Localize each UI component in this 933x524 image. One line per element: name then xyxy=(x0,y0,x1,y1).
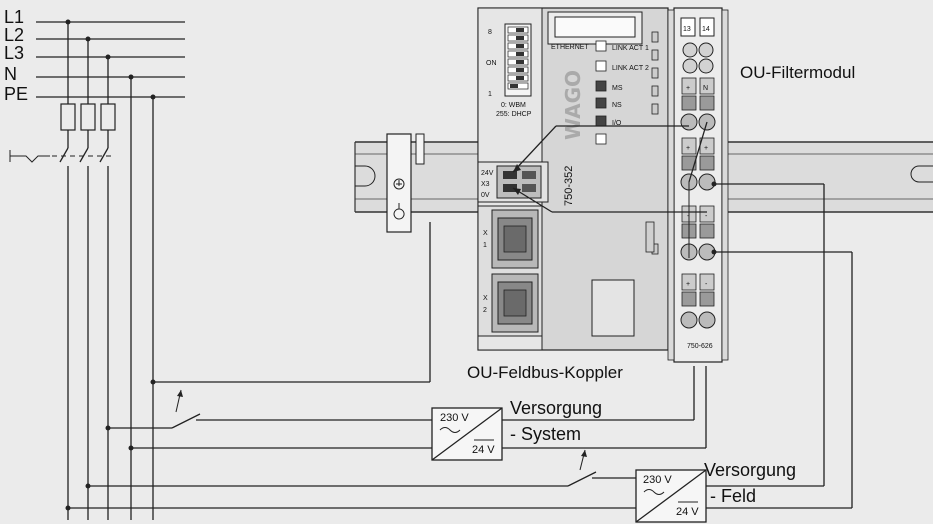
status-leds: ETHERNET LINK ACT 1 LINK ACT 2 MS NS I/O xyxy=(551,40,649,145)
led-label-link2: LINK ACT 2 xyxy=(612,65,649,72)
line-label-l2: L2 xyxy=(4,25,24,45)
port-x2-label-a: X xyxy=(483,295,488,302)
dip-label-8: 8 xyxy=(488,29,492,36)
led-label-ns: NS xyxy=(612,102,622,109)
led-label-ethernet: ETHERNET xyxy=(551,44,589,51)
wago-logo: WAGO xyxy=(561,70,585,140)
dip-switch[interactable] xyxy=(504,23,532,97)
fieldbus-coupler: 8 ON 1 0: WBM 255: DHCP ETHERNET LINK AC… xyxy=(467,7,669,382)
filter-sign-3: + xyxy=(686,145,690,152)
led-label-ms: MS xyxy=(612,85,623,92)
field-input-voltage: 230 V xyxy=(643,474,672,486)
dip-note-dhcp: 255: DHCP xyxy=(496,111,532,118)
line-label-l1: L1 xyxy=(4,7,24,27)
filter-sign-4: + xyxy=(704,145,708,152)
dip-label-on: ON xyxy=(486,60,497,67)
port-x2-label-b: 2 xyxy=(483,307,487,314)
dip-label-1: 1 xyxy=(488,91,492,98)
supply-system: 230 V 24 V Versorgung - System xyxy=(431,398,602,461)
filter-top-label-14: 14 xyxy=(702,26,710,33)
filter-sign-2: N xyxy=(703,85,708,92)
field-supply-line2: - Feld xyxy=(710,486,756,506)
port-x1-label-a: X xyxy=(483,230,488,237)
bottom-wiring xyxy=(65,121,853,511)
filter-top-label-13: 13 xyxy=(683,26,691,33)
field-supply-line1: Versorgung xyxy=(704,460,796,480)
ethernet-port-x1[interactable] xyxy=(491,209,539,269)
system-supply-line1: Versorgung xyxy=(510,398,602,418)
power-terminal-x3[interactable] xyxy=(496,165,542,199)
led-label-link1: LINK ACT 1 xyxy=(612,45,649,52)
card-slot xyxy=(591,279,635,337)
ground-terminal xyxy=(386,133,425,233)
system-supply-line2: - System xyxy=(510,424,581,444)
filter-part-number: 750-626 xyxy=(687,343,713,350)
system-output-voltage: 24 V xyxy=(472,444,495,456)
mains-lines: L1 L2 L3 N PE xyxy=(4,7,185,520)
supply-field: 230 V 24 V Versorgung - Feld xyxy=(635,460,796,523)
filter-sign-8: - xyxy=(705,281,708,288)
line-label-n: N xyxy=(4,64,17,84)
filter-sign-7: + xyxy=(686,281,690,288)
line-label-pe: PE xyxy=(4,84,28,104)
filter-title: OU-Filtermodul xyxy=(740,63,855,82)
port-x1-label-b: 1 xyxy=(483,242,487,249)
coupler-part-number: 750-352 xyxy=(563,166,575,206)
filter-sign-6: - xyxy=(705,213,708,220)
led-label-io: I/O xyxy=(612,120,622,127)
field-output-voltage: 24 V xyxy=(676,506,699,518)
terminal-label-0v: 0V xyxy=(481,192,490,199)
terminal-label-24v: 24V xyxy=(481,170,494,177)
coupler-title: OU-Feldbus-Koppler xyxy=(467,363,623,382)
dip-note-wbm: 0: WBM xyxy=(501,102,526,109)
terminal-label-x3: X3 xyxy=(481,181,490,188)
filter-sign-1: + xyxy=(686,85,690,92)
ethernet-port-x2[interactable] xyxy=(491,273,539,333)
line-label-l3: L3 xyxy=(4,43,24,63)
system-input-voltage: 230 V xyxy=(440,412,469,424)
